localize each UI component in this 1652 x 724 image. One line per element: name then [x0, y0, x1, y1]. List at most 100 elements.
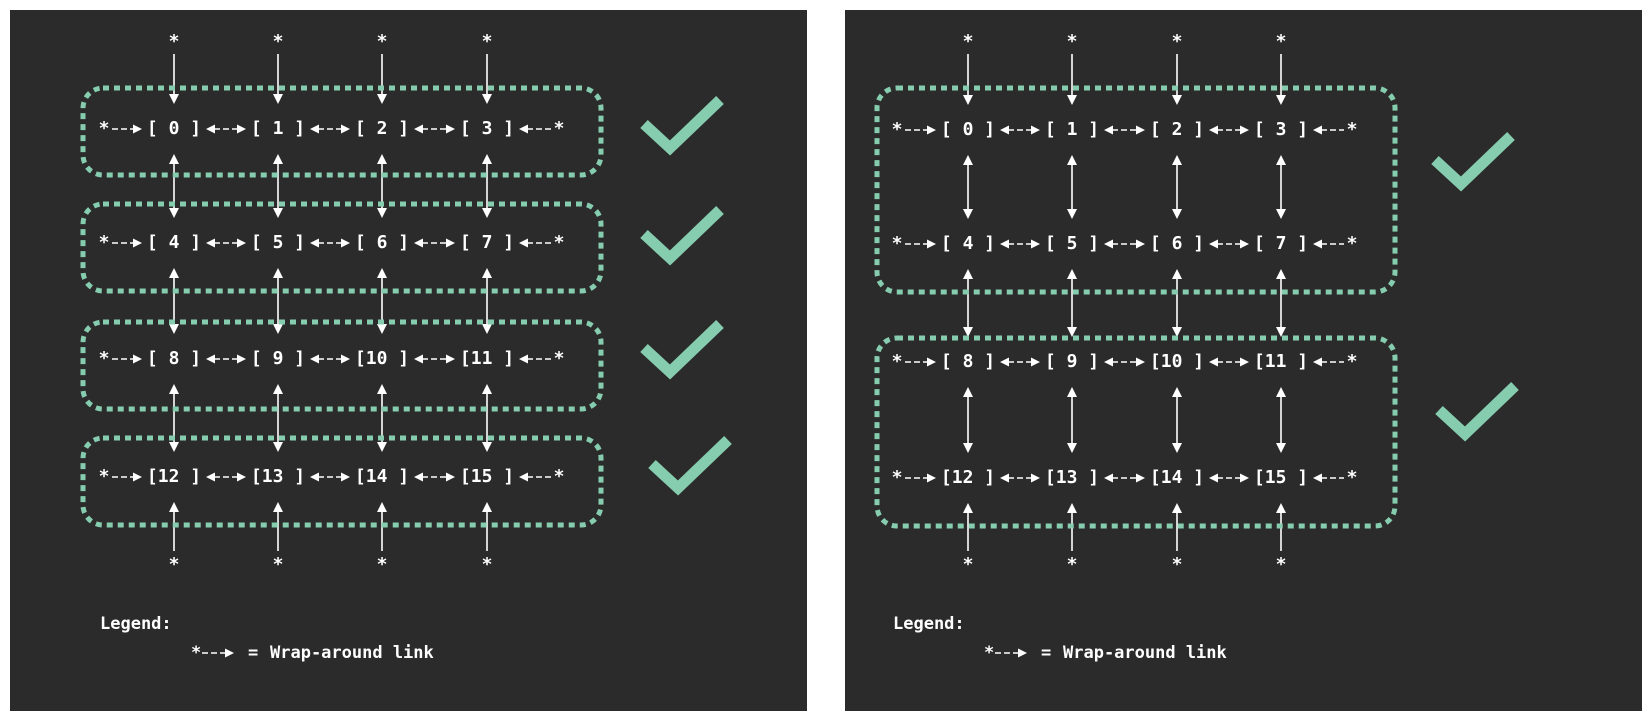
wrap-arrow-left-r1	[905, 239, 936, 249]
wrap-star-left-r3: *	[892, 467, 903, 488]
legend-equals: =	[1041, 643, 1051, 663]
hlink-r0-c0-head-right	[237, 124, 246, 134]
vlink-head-up-r2-c3	[482, 384, 492, 394]
vlink-head-down-r0-c0	[963, 209, 973, 219]
hlink-r0-c0-head-right	[1031, 125, 1040, 135]
wrap-arrow-right-r3-head-left	[1313, 473, 1322, 483]
wrap-star-top-1: *	[273, 31, 284, 52]
hlink-r3-c0	[1000, 473, 1040, 483]
wrap-star-top-0: *	[169, 31, 180, 52]
hlink-r2-c1-head-right	[341, 354, 350, 364]
hlink-r2-c2-head-left	[414, 354, 423, 364]
hlink-r0-c2-head-left	[414, 124, 423, 134]
node-5: [ 5 ]	[1045, 233, 1099, 254]
hlink-r3-c1-head-left	[310, 472, 319, 482]
hlink-r1-c0-head-right	[237, 238, 246, 248]
legend-arrow-head-right	[225, 648, 234, 658]
wrap-star-bottom-3: *	[482, 554, 493, 575]
hlink-r3-c2-head-left	[414, 472, 423, 482]
vlink-head-down-r2-c1	[1067, 443, 1077, 453]
hlink-r2-c1-head-right	[1136, 357, 1145, 367]
wrap-star-right-r1: *	[1347, 233, 1358, 254]
wrap-star-left-r2: *	[99, 348, 110, 369]
node-9: [ 9 ]	[1045, 351, 1099, 372]
check-icon-1	[640, 206, 724, 266]
hlink-r0-c1	[1104, 125, 1145, 135]
legend-title: Legend:	[893, 614, 965, 634]
wrap-arrow-right-r2-head-left	[519, 354, 528, 364]
wrap-arrowhead-top-1	[273, 94, 283, 104]
vlink-head-up-r0-c3	[1276, 155, 1286, 165]
node-14: [14 ]	[355, 466, 409, 487]
hlink-r3-c0-head-left	[1000, 473, 1009, 483]
hlink-r0-c2	[414, 124, 455, 134]
hlink-r2-c0-head-right	[237, 354, 246, 364]
legend-arrow	[202, 648, 234, 658]
hlink-r0-c0-head-left	[1000, 125, 1009, 135]
node-7: [ 7 ]	[460, 232, 514, 253]
hlink-r1-c0-head-left	[1000, 239, 1009, 249]
vlink-head-up-r2-c0	[169, 384, 179, 394]
wrap-arrow-right-r1-head-left	[1313, 239, 1322, 249]
hlink-r1-c2-head-right	[446, 238, 455, 248]
node-3: [ 3 ]	[1254, 119, 1308, 140]
hlink-r3-c1	[310, 472, 350, 482]
node-12: [12 ]	[147, 466, 201, 487]
wrap-star-top-1: *	[1067, 31, 1078, 52]
vlink-head-down-r2-c0	[963, 443, 973, 453]
vlink-head-down-r2-c2	[1172, 443, 1182, 453]
hlink-r3-c2-head-right	[1240, 473, 1249, 483]
group-box-2	[80, 319, 604, 412]
group-box-0	[80, 85, 604, 178]
wrap-arrowhead-top-2	[377, 94, 387, 104]
check-icon-1	[1435, 382, 1519, 442]
hlink-r3-c0-head-right	[1031, 473, 1040, 483]
hlink-r2-c0	[1000, 357, 1040, 367]
hlink-r0-c0	[1000, 125, 1040, 135]
wrap-arrowhead-bottom-1	[273, 502, 283, 512]
wrap-star-bottom-1: *	[273, 554, 284, 575]
torus-diagram-left: *********[ 0 ][ 1 ][ 2 ][ 3 ]**[ 4 ][ 5 …	[80, 31, 732, 663]
wrap-arrow-left-r3-head-right	[133, 472, 142, 482]
vlink-head-up-r2-c1	[273, 384, 283, 394]
check-icon-0	[1431, 132, 1515, 192]
wrap-arrow-left-r2-head-right	[927, 357, 936, 367]
hlink-r0-c1-head-right	[341, 124, 350, 134]
group-box-1	[80, 201, 604, 294]
node-6: [ 6 ]	[355, 232, 409, 253]
hlink-r1-c1-head-left	[1104, 239, 1113, 249]
hlink-r2-c0-head-left	[1000, 357, 1009, 367]
vlink-head-up-r0-c1	[1067, 155, 1077, 165]
wrap-star-left-r1: *	[892, 233, 903, 254]
wrap-arrow-right-r3	[519, 472, 551, 482]
hlink-r0-c1-head-left	[310, 124, 319, 134]
vlink-head-down-r1-c0	[169, 324, 179, 334]
wrap-star-right-r2: *	[1347, 351, 1358, 372]
node-13: [13 ]	[1045, 467, 1099, 488]
node-14: [14 ]	[1150, 467, 1204, 488]
vlink-head-down-r2-c3	[1276, 443, 1286, 453]
vlink-head-up-r0-c0	[963, 155, 973, 165]
wrap-arrow-right-r2	[519, 354, 551, 364]
node-12: [12 ]	[941, 467, 995, 488]
legend-arrow-head-right	[1018, 648, 1027, 658]
wrap-arrow-left-r0-head-right	[927, 125, 936, 135]
hlink-r1-c1-head-left	[310, 238, 319, 248]
wrap-arrow-left-r3-head-right	[927, 473, 936, 483]
node-0: [ 0 ]	[941, 119, 995, 140]
vlink-head-up-r1-c1	[1067, 269, 1077, 279]
vlink-head-up-r1-c0	[963, 269, 973, 279]
torus-diagram-right: *********[ 0 ][ 1 ][ 2 ][ 3 ]**[ 4 ][ 5 …	[874, 31, 1519, 663]
vlink-head-down-r2-c1	[273, 442, 283, 452]
wrap-arrowhead-bottom-1	[1067, 503, 1077, 513]
hlink-r3-c0	[206, 472, 246, 482]
wrap-star-right-r3: *	[1347, 467, 1358, 488]
node-3: [ 3 ]	[460, 118, 514, 139]
vlink-head-up-r2-c2	[377, 384, 387, 394]
wrap-arrow-left-r0-head-right	[133, 124, 142, 134]
legend-star: *	[984, 643, 994, 663]
wrap-arrowhead-bottom-0	[963, 503, 973, 513]
node-8: [ 8 ]	[147, 348, 201, 369]
node-10: [10 ]	[1150, 351, 1204, 372]
node-8: [ 8 ]	[941, 351, 995, 372]
